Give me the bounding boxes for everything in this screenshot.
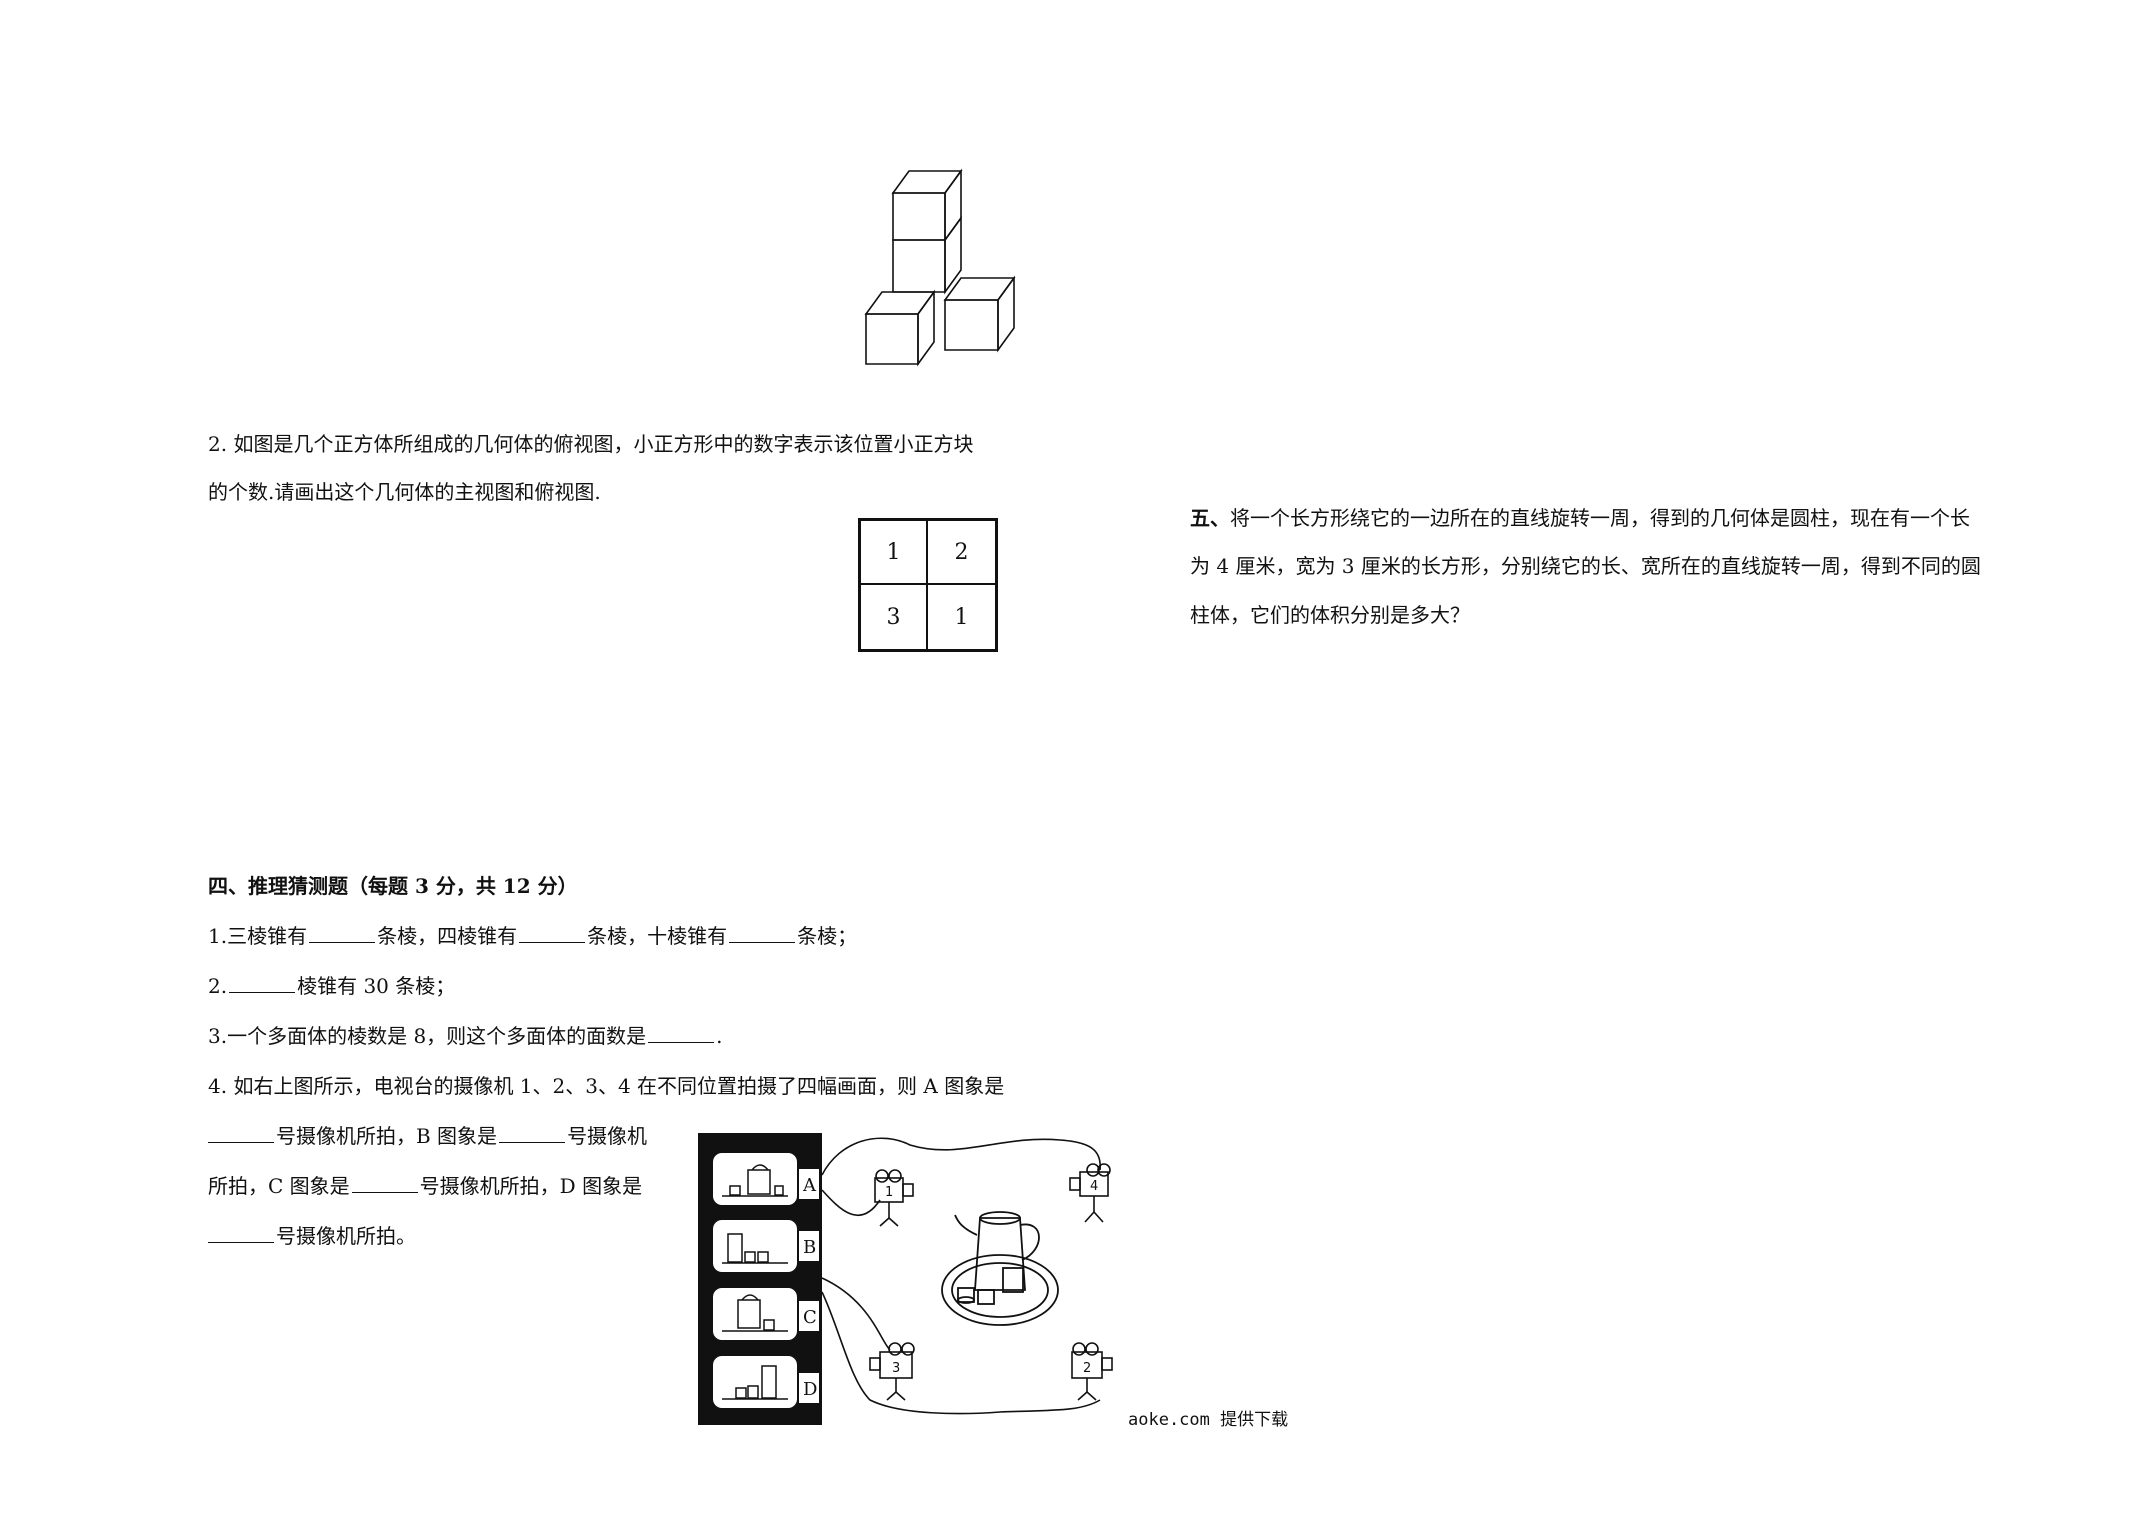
answer-blank[interactable] — [499, 1122, 566, 1143]
q1-text-c: 条棱，十棱锥有 — [587, 924, 728, 948]
q3-text-a: 3.一个多面体的棱数是 8，则这个多面体的面数是 — [208, 1024, 647, 1048]
answer-blank[interactable] — [208, 1222, 274, 1243]
q1-text-a: 1.三棱锥有 — [208, 924, 308, 948]
answer-blank[interactable] — [351, 1172, 418, 1193]
section5-line3: 柱体，它们的体积分别是多大？ — [1190, 603, 1470, 627]
answer-blank[interactable] — [729, 922, 796, 943]
q4-text: 号摄像机所拍。 — [276, 1224, 416, 1248]
panel-label-a: A — [802, 1175, 817, 1196]
q1-text-d: 条棱； — [797, 924, 858, 948]
section5-text: 将一个长方形绕它的一边所在的直线旋转一周，得到的几何体是圆柱，现在有一个长 — [1230, 506, 1970, 530]
section4-q4-line4: 号摄像机所拍。 — [208, 1222, 416, 1250]
answer-blank[interactable] — [309, 922, 376, 943]
section4-q1: 1.三棱锥有 条棱，四棱锥有 条棱，十棱锥有 条棱； — [208, 922, 857, 950]
q4-text: 号摄像机 — [567, 1124, 648, 1148]
q3-2-line2: 的个数.请画出这个几何体的主视图和俯视图. — [208, 480, 601, 504]
grid-cell: 1 — [954, 604, 969, 630]
section5-line1: 五、将一个长方形绕它的一边所在的直线旋转一周，得到的几何体是圆柱，现在有一个长 — [1190, 504, 1970, 532]
q2-text-b: 棱锥有 30 条棱； — [297, 974, 456, 998]
q4-text: 号摄像机所拍，D 图象是 — [419, 1174, 643, 1198]
panel-label-c: C — [803, 1307, 817, 1328]
panel-label-b: B — [803, 1237, 816, 1258]
footer-watermark: aoke.com 提供下载 — [1128, 1410, 1289, 1430]
q4-text: 号摄像机所拍，B 图象是 — [276, 1124, 498, 1148]
section5-label: 五、 — [1190, 506, 1230, 530]
camera-number: 2 — [1083, 1361, 1091, 1376]
camera-number: 1 — [885, 1185, 893, 1200]
section4-q4-line3: 所拍，C 图象是 号摄像机所拍，D 图象是 — [208, 1172, 642, 1200]
section4-q4-line2: 号摄像机所拍，B 图象是 号摄像机 — [208, 1122, 647, 1150]
q3-2-line1: 2. 如图是几个正方体所组成的几何体的俯视图，小正方形中的数字表示该位置小正方块 — [208, 432, 974, 456]
section4-q4-line1: 4. 如右上图所示，电视台的摄像机 1、2、3、4 在不同位置拍摄了四幅画面，则… — [208, 1074, 1005, 1098]
section4-q3: 3.一个多面体的棱数是 8，则这个多面体的面数是. — [208, 1022, 723, 1050]
grid-cell: 2 — [928, 521, 995, 585]
section4-q2: 2. 棱锥有 30 条棱； — [208, 972, 455, 1000]
panel-label-d: D — [803, 1379, 817, 1400]
q2-text-a: 2. — [208, 974, 228, 998]
top-view-grid: 1 2 3 1 — [858, 518, 998, 652]
camera-number: 4 — [1090, 1179, 1098, 1194]
q4-text: 所拍，C 图象是 — [208, 1174, 350, 1198]
section4-heading: 四、推理猜测题（每题 3 分，共 12 分） — [208, 874, 578, 898]
answer-blank[interactable] — [648, 1022, 715, 1043]
q1-text-b: 条棱，四棱锥有 — [377, 924, 518, 948]
answer-blank[interactable] — [208, 1122, 274, 1143]
grid-cell: 1 — [861, 521, 928, 585]
grid-cell: 3 — [861, 585, 928, 649]
answer-blank[interactable] — [519, 922, 586, 943]
answer-blank[interactable] — [229, 972, 296, 993]
section5-line2: 为 4 厘米，宽为 3 厘米的长方形，分别绕它的长、宽所在的直线旋转一周，得到不… — [1190, 554, 1981, 578]
camera-number: 3 — [892, 1361, 900, 1376]
q3-text-b: . — [716, 1024, 723, 1048]
